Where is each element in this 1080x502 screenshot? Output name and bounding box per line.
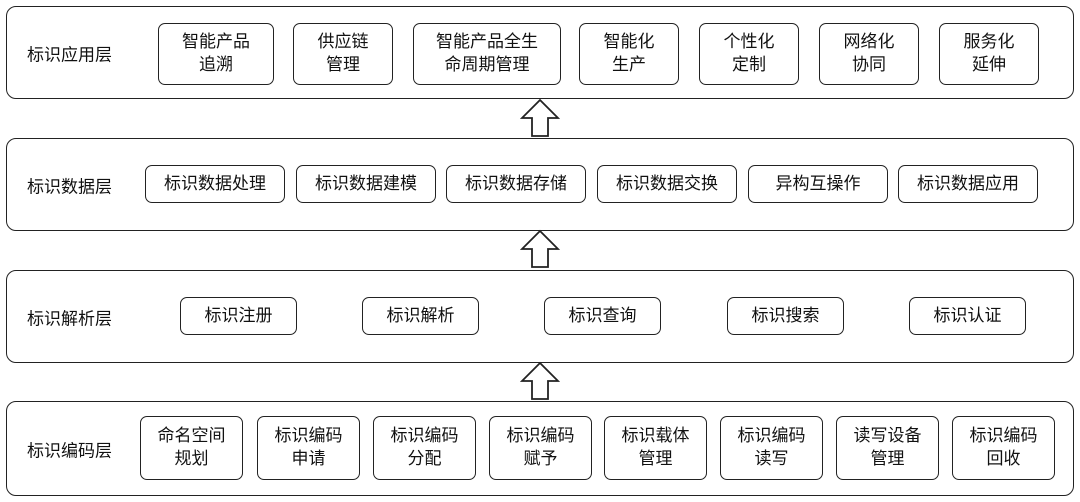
layer-title: 标识解析层 <box>27 309 112 329</box>
layer-title: 标识应用层 <box>27 45 112 65</box>
encoding-item: 标识编码 读写 <box>720 416 823 480</box>
data-item: 标识数据存储 <box>446 165 586 203</box>
encoding-layer: 标识编码层 命名空间 规划 标识编码 申请 标识编码 分配 标识编码 赋予 标识… <box>6 401 1074 496</box>
encoding-item: 标识编码 回收 <box>952 416 1055 480</box>
application-item: 服务化 延伸 <box>939 23 1039 85</box>
resolution-item: 标识解析 <box>362 297 479 335</box>
encoding-item: 标识编码 申请 <box>257 416 360 480</box>
application-item: 智能产品 追溯 <box>158 23 274 85</box>
data-item: 标识数据处理 <box>145 165 285 203</box>
resolution-item: 标识搜索 <box>727 297 844 335</box>
data-layer: 标识数据层 标识数据处理 标识数据建模 标识数据存储 标识数据交换 异构互操作 … <box>6 138 1074 231</box>
application-item: 网络化 协同 <box>819 23 919 85</box>
encoding-item: 命名空间 规划 <box>140 416 243 480</box>
application-layer: 标识应用层 智能产品 追溯 供应链 管理 智能产品全生 命周期管理 智能化 生产… <box>6 6 1074 99</box>
resolution-item: 标识注册 <box>180 297 297 335</box>
resolution-layer: 标识解析层 标识注册 标识解析 标识查询 标识搜索 标识认证 <box>6 270 1074 363</box>
encoding-item: 标识载体 管理 <box>604 416 707 480</box>
encoding-item: 读写设备 管理 <box>836 416 939 480</box>
data-item: 标识数据建模 <box>296 165 436 203</box>
encoding-item: 标识编码 赋予 <box>489 416 592 480</box>
data-item: 标识数据交换 <box>597 165 737 203</box>
up-arrow-icon <box>520 361 560 400</box>
data-item: 异构互操作 <box>748 165 888 203</box>
application-item: 个性化 定制 <box>699 23 799 85</box>
resolution-item: 标识认证 <box>909 297 1026 335</box>
application-item: 智能产品全生 命周期管理 <box>413 23 561 85</box>
encoding-item: 标识编码 分配 <box>373 416 476 480</box>
up-arrow-icon <box>520 98 560 137</box>
resolution-item: 标识查询 <box>544 297 661 335</box>
layer-title: 标识编码层 <box>27 441 112 461</box>
layer-title: 标识数据层 <box>27 177 112 197</box>
application-item: 智能化 生产 <box>579 23 679 85</box>
data-item: 标识数据应用 <box>898 165 1038 203</box>
up-arrow-icon <box>520 229 560 268</box>
application-item: 供应链 管理 <box>293 23 393 85</box>
